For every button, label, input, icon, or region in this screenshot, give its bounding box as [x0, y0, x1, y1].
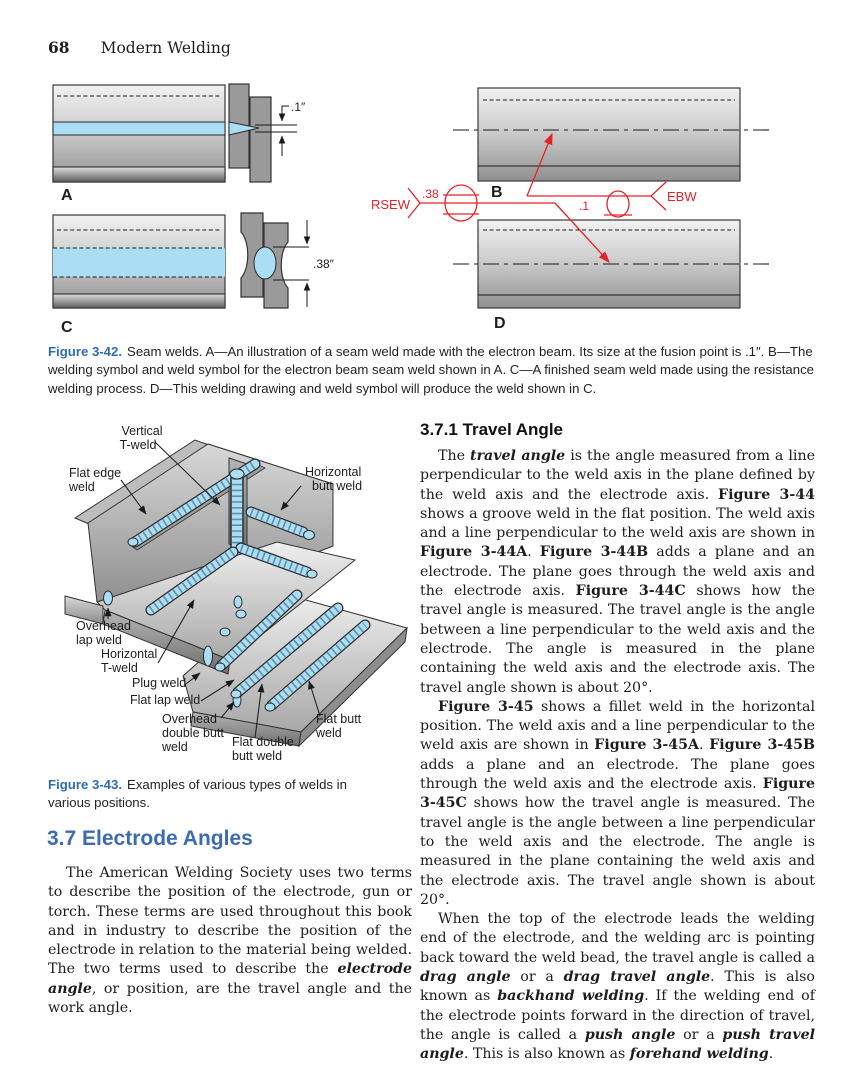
figure-3-43-caption: Figure 3-43.Examples of various types of… [48, 776, 392, 813]
paragraph-electrode-angles: The American Welding Society uses two te… [48, 865, 412, 1017]
dimension-point-38-inch: .38″ [313, 257, 335, 271]
label-vertical-t-weld: Vertical [122, 424, 163, 438]
figure-3-43-caption-label: Figure 3-43. [48, 777, 123, 792]
figure-3-42-caption-label: Figure 3-42. [48, 344, 123, 359]
label-plug-weld: Plug weld [132, 676, 186, 690]
paragraph-travel-angle-3: When the top of the electrode leads the … [420, 911, 815, 1063]
svg-text:T-weld: T-weld [101, 661, 138, 675]
ebw-size-label: .1 [579, 199, 589, 213]
label-flat-edge-weld: Flat edge [69, 466, 121, 480]
svg-text:butt weld: butt weld [312, 479, 362, 493]
section-heading-3-7: 3.7 Electrode Angles [47, 827, 253, 850]
label-flat-lap-weld: Flat lap weld [130, 693, 200, 707]
plate-b-drawing: B [453, 87, 772, 201]
weld-beads [103, 458, 371, 712]
paragraph-travel-angle-1: The travel angle is the angle measured f… [420, 448, 815, 696]
svg-text:weld: weld [161, 740, 188, 754]
label-b: B [491, 184, 503, 201]
paragraph-travel-angle-2: Figure 3-45 shows a fillet weld in the h… [420, 698, 815, 908]
svg-text:lap weld: lap weld [76, 633, 122, 647]
label-d: D [494, 315, 506, 332]
left-column-body: The American Welding Society uses two te… [48, 864, 412, 1018]
book-title: Modern Welding [100, 39, 231, 57]
svg-text:butt weld: butt weld [232, 749, 282, 763]
figure-3-42-caption-text: Seam welds. A—An illustration of a seam … [48, 344, 814, 396]
figure-3-43-weld-positions: Vertical T-weld Flat edge weld Horizonta… [64, 424, 408, 763]
plate-c-side-view: C [52, 214, 226, 336]
plate-c-end-view: .38″ [240, 212, 335, 309]
label-overhead-double-butt-weld: Overhead [162, 712, 217, 726]
label-horizontal-butt-weld: Horizontal [305, 465, 361, 479]
label-flat-double-butt-weld: Flat double [232, 735, 294, 749]
section-heading-3-7-1: 3.7.1 Travel Angle [420, 420, 563, 439]
welding-symbol-rsew: RSEW .38 [371, 184, 610, 263]
label-overhead-lap-weld: Overhead [76, 619, 131, 633]
callout-labels: Vertical T-weld Flat edge weld Horizonta… [68, 424, 362, 763]
rsew-process-label: RSEW [371, 197, 411, 212]
label-horizontal-t-weld: Horizontal [101, 647, 157, 661]
welding-symbol-ebw: EBW .1 [526, 132, 697, 218]
running-head: 68 Modern Welding [48, 38, 231, 57]
svg-text:weld: weld [315, 726, 342, 740]
callout-arrows [104, 441, 321, 739]
ebw-process-label: EBW [667, 189, 697, 204]
right-column-body: The travel angle is the angle measured f… [420, 447, 815, 1065]
plate-a-side-view: A [52, 84, 226, 204]
label-a: A [61, 187, 73, 204]
svg-text:weld: weld [68, 480, 95, 494]
label-c: C [61, 319, 73, 336]
page-number: 68 [48, 38, 70, 57]
rsew-size-label: .38 [422, 187, 439, 201]
figure-3-42-seam-welds: A .1″ B [52, 83, 772, 336]
label-flat-butt-weld: Flat butt [316, 712, 362, 726]
figure-3-43-caption-text: Examples of various types of welds in va… [48, 777, 347, 811]
dimension-point-one-inch: .1″ [291, 100, 306, 114]
plate-a-end-view: .1″ [228, 83, 306, 183]
svg-text:T-weld: T-weld [120, 438, 157, 452]
svg-text:double butt: double butt [162, 726, 224, 740]
plate-d-drawing: D [453, 219, 772, 332]
figure-3-42-caption: Figure 3-42.Seam welds. A—An illustratio… [48, 343, 814, 398]
